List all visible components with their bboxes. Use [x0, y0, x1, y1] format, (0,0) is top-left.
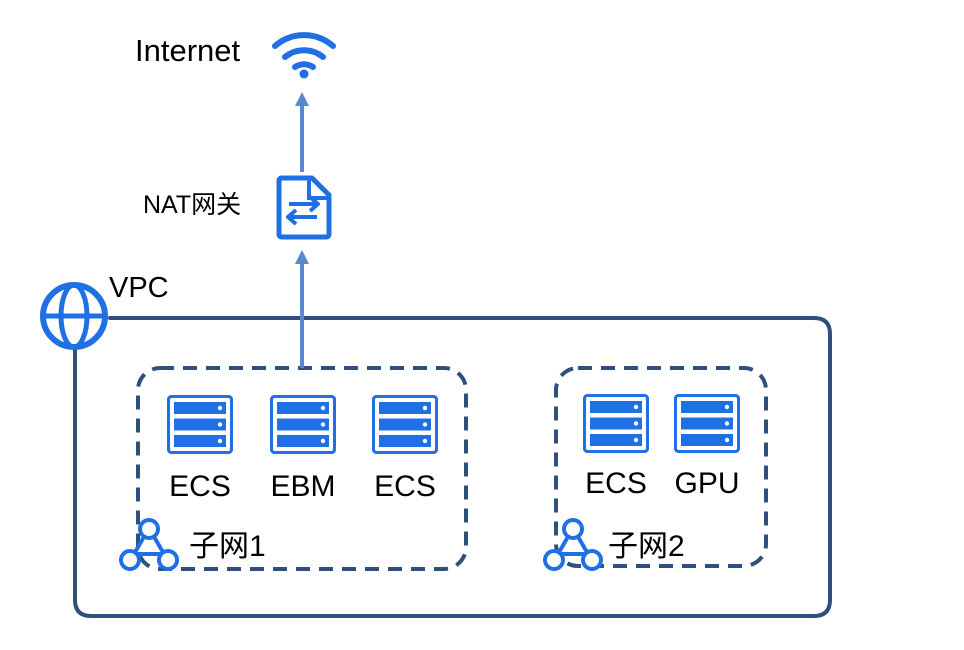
- internet-label: Internet: [135, 33, 241, 68]
- subnet1-label: 子网1: [189, 530, 266, 563]
- server-icon: [674, 394, 740, 453]
- server-label: ECS: [585, 467, 647, 500]
- server-icon: [583, 394, 649, 453]
- globe-icon: [40, 282, 108, 350]
- subnet2-container: [554, 366, 768, 568]
- subnet2-label: 子网2: [608, 530, 685, 563]
- server-node-ebm: EBM: [270, 395, 336, 503]
- vpc-container: [73, 316, 832, 618]
- server-node-ecs-2: ECS: [372, 395, 438, 503]
- nat-gateway-icon: [276, 175, 332, 240]
- subnet-network-icon: [543, 518, 603, 571]
- server-icon: [372, 395, 438, 454]
- arrow-nat-to-internet: [295, 92, 309, 172]
- server-node-ecs-3: ECS: [583, 394, 649, 500]
- nat-gateway-label: NAT网关: [143, 191, 241, 219]
- subnet1-servers: ECS EBM ECS: [167, 395, 438, 503]
- server-node-gpu: GPU: [674, 394, 740, 500]
- server-icon: [167, 395, 233, 454]
- server-label: EBM: [270, 470, 335, 503]
- server-node-ecs-1: ECS: [167, 395, 233, 503]
- server-label: ECS: [374, 470, 436, 503]
- server-label: GPU: [674, 467, 739, 500]
- server-label: ECS: [169, 470, 231, 503]
- vpc-label: VPC: [109, 272, 169, 304]
- subnet-network-icon: [119, 518, 179, 571]
- arrow-subnet-to-nat: [295, 250, 309, 368]
- wifi-icon: [272, 32, 336, 79]
- subnet2-servers: ECS GPU: [583, 394, 740, 500]
- server-icon: [270, 395, 336, 454]
